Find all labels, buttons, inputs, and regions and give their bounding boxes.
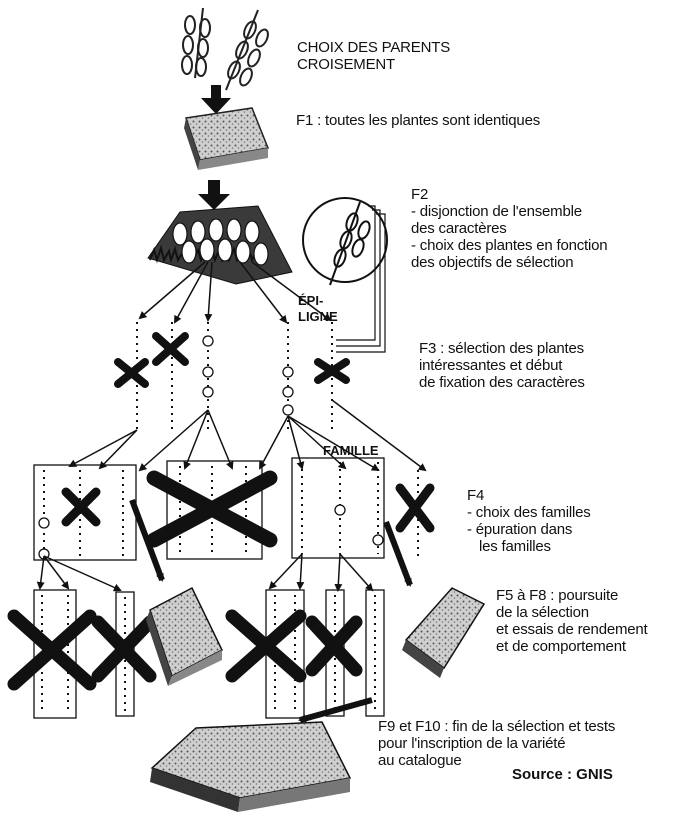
stage-f3-text: F3 : sélection des plantes intéressantes… [419,340,585,391]
yield-trial-plot [146,588,222,686]
text-line: - disjonction de l'ensemble [411,203,607,220]
stage-f2-text: F2 - disjonction de l'ensemble des carac… [411,186,607,271]
text-line: pour l'inscription de la variété [378,735,615,752]
text-line: F2 [411,186,607,203]
arrow-down-icon [198,180,230,210]
f4-plant-rows [44,462,418,556]
stage-f4-text: F4 - choix des familles - épuration dans… [467,487,591,555]
f3-plant-rows [137,322,332,430]
f9-field-plot [150,722,350,812]
f3-to-f4-arrows [70,400,425,470]
text-line: - choix des plantes en fonction [411,237,607,254]
arrow-left-icon [300,700,372,720]
text-line: de la sélection [496,604,648,621]
text-line: des caractères [411,220,607,237]
wheat-ear-icon [182,8,210,78]
text-line: F1 : toutes les plantes sont identiques [296,112,540,129]
text-line: - épuration dans [467,521,591,538]
text-line: F9 et F10 : fin de la sélection et tests [378,718,615,735]
text-line: et de comportement [496,638,648,655]
wheat-ear-icon [226,10,271,90]
stage-f5-text: F5 à F8 : poursuite de la sélection et e… [496,587,648,655]
text-line: CHOIX DES PARENTS [297,39,450,56]
text-line: ÉPI- [298,293,338,309]
text-line: CROISEMENT [297,56,450,73]
text-line: F3 : sélection des plantes [419,340,585,357]
stage-parents-text: CHOIX DES PARENTS CROISEMENT [297,39,450,73]
text-line: intéressantes et début [419,357,585,374]
text-line: les familles [467,538,591,555]
f3-selected-plants [203,336,293,415]
source-credit: Source : GNIS [512,766,613,783]
famille-label: FAMILLE [323,443,379,459]
f1-field-plot [184,108,268,170]
text-line: F4 [467,487,591,504]
epi-ligne-label: ÉPI- LIGNE [298,293,338,325]
text-line: - choix des familles [467,504,591,521]
stage-f1-text: F1 : toutes les plantes sont identiques [296,112,540,129]
f2-field-plot [148,206,292,284]
text-line: et essais de rendement [496,621,648,638]
rejected-cross-icon [118,336,346,384]
stage-f9-text: F9 et F10 : fin de la sélection et tests… [378,718,615,769]
yield-trial-plot [402,588,484,678]
text-line: des objectifs de sélection [411,254,607,271]
text-line: LIGNE [298,309,338,325]
rejected-cross-icon [66,478,430,540]
text-line: de fixation des caractères [419,374,585,391]
text-line: F5 à F8 : poursuite [496,587,648,604]
